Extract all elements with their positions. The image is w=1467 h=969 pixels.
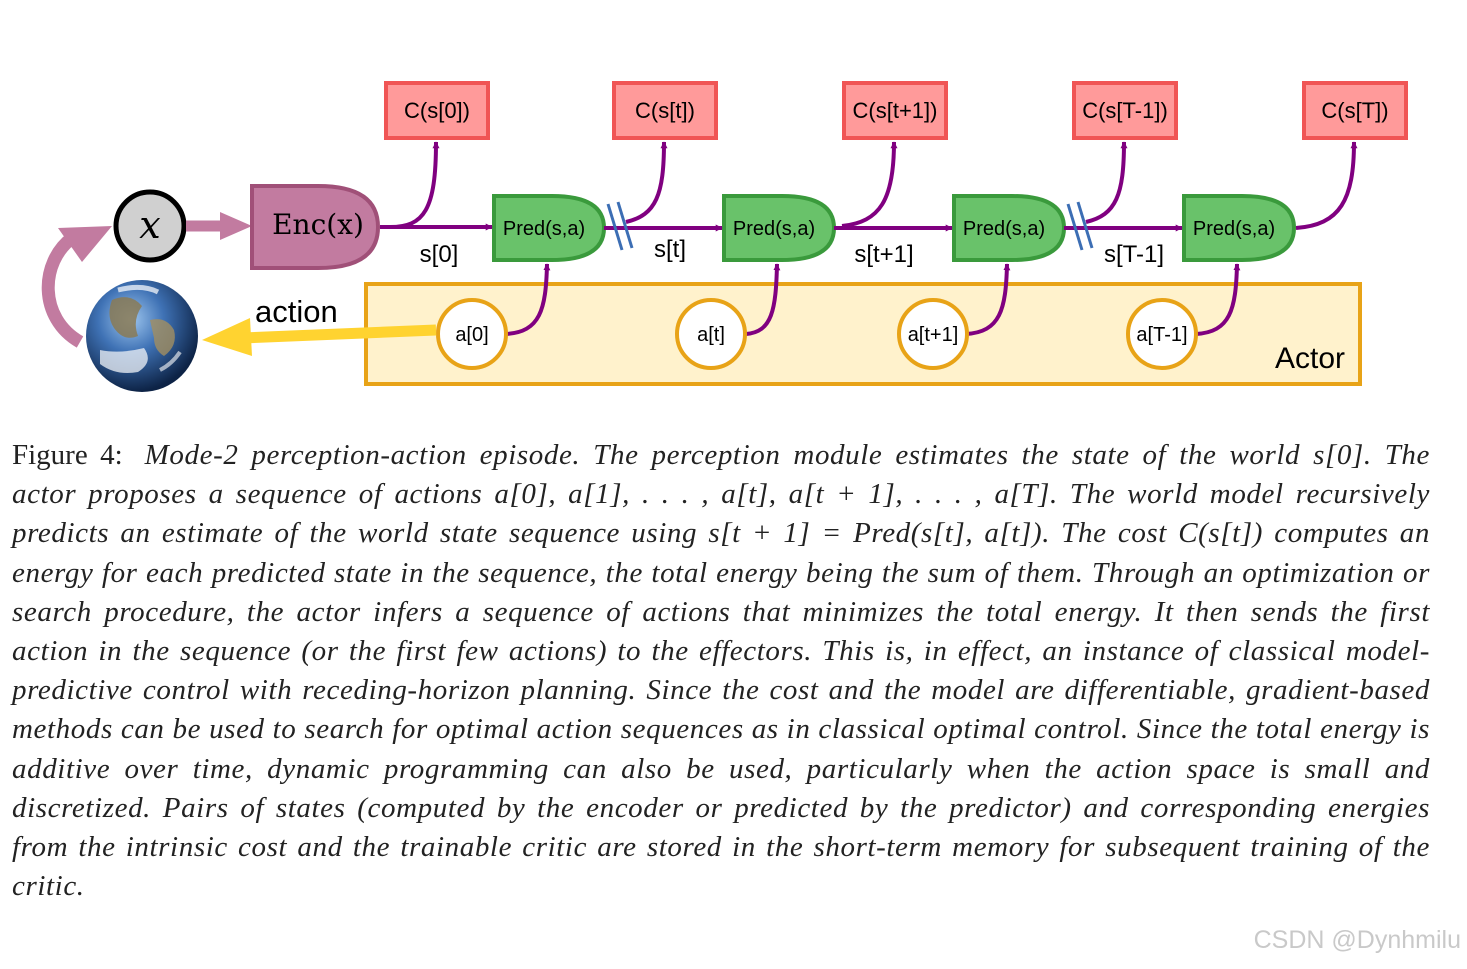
predictor-label-0: Pred(s,a) xyxy=(503,218,585,240)
action-node-1 xyxy=(675,298,747,370)
predictor-label-2: Pred(s,a) xyxy=(963,218,1045,240)
time-skip-mark-1 xyxy=(606,201,634,251)
watermark: CSDN @Dynhmilu xyxy=(1253,926,1461,954)
cost-box-1 xyxy=(612,81,718,140)
cost-label-4: C(s[T]) xyxy=(1321,98,1388,123)
action-output-arrow xyxy=(202,318,437,356)
predictor-block-3 xyxy=(1182,194,1297,262)
predictor-label-1: Pred(s,a) xyxy=(733,218,815,240)
perception-action-diagram: Actor x Enc(x) C(s[0]) C(s[t]) C(s[t+1])… xyxy=(41,81,1408,392)
cost-box-3 xyxy=(1072,81,1178,140)
encoder-label: Enc(x) xyxy=(272,208,364,241)
cost-box-2 xyxy=(842,81,948,140)
state-label-1: s[t] xyxy=(654,236,686,263)
input-to-encoder-arrow xyxy=(186,212,252,240)
state-label-2: s[t+1] xyxy=(854,241,913,268)
actor-label: Actor xyxy=(1275,342,1345,375)
input-symbol: x xyxy=(139,203,160,247)
cost-label-3: C(s[T-1]) xyxy=(1082,98,1168,123)
encoder-block xyxy=(250,184,381,270)
input-node xyxy=(113,189,187,263)
action-label-2: a[t+1] xyxy=(908,324,959,346)
cost-label-1: C(s[t]) xyxy=(635,98,695,123)
cost-box-4 xyxy=(1302,81,1408,140)
cost-arrows xyxy=(389,141,1358,230)
action-arrows xyxy=(505,263,1241,336)
figure-label: Figure 4: xyxy=(12,439,123,471)
action-label-1: a[t] xyxy=(697,324,725,346)
cost-label-2: C(s[t+1]) xyxy=(853,98,938,123)
figure-caption: Figure 4:Mode-2 perception-action episod… xyxy=(12,436,1430,906)
action-label-0: a[0] xyxy=(455,324,488,346)
action-node-0 xyxy=(436,298,508,370)
state-label-3: s[T-1] xyxy=(1104,241,1164,268)
observation-arrow xyxy=(41,226,112,348)
earth-icon xyxy=(86,280,198,392)
cost-box-0 xyxy=(384,81,490,140)
action-arrow-label: action xyxy=(255,294,338,329)
action-node-2 xyxy=(897,298,969,370)
time-skip-mark-2 xyxy=(1066,201,1094,251)
predictor-label-3: Pred(s,a) xyxy=(1193,218,1275,240)
state-label-0: s[0] xyxy=(420,241,459,268)
figure-caption-text: Mode-2 perception-action episode. The pe… xyxy=(12,439,1430,903)
action-node-3 xyxy=(1126,298,1198,370)
cost-label-0: C(s[0]) xyxy=(404,98,470,123)
action-label-3: a[T-1] xyxy=(1136,324,1187,346)
